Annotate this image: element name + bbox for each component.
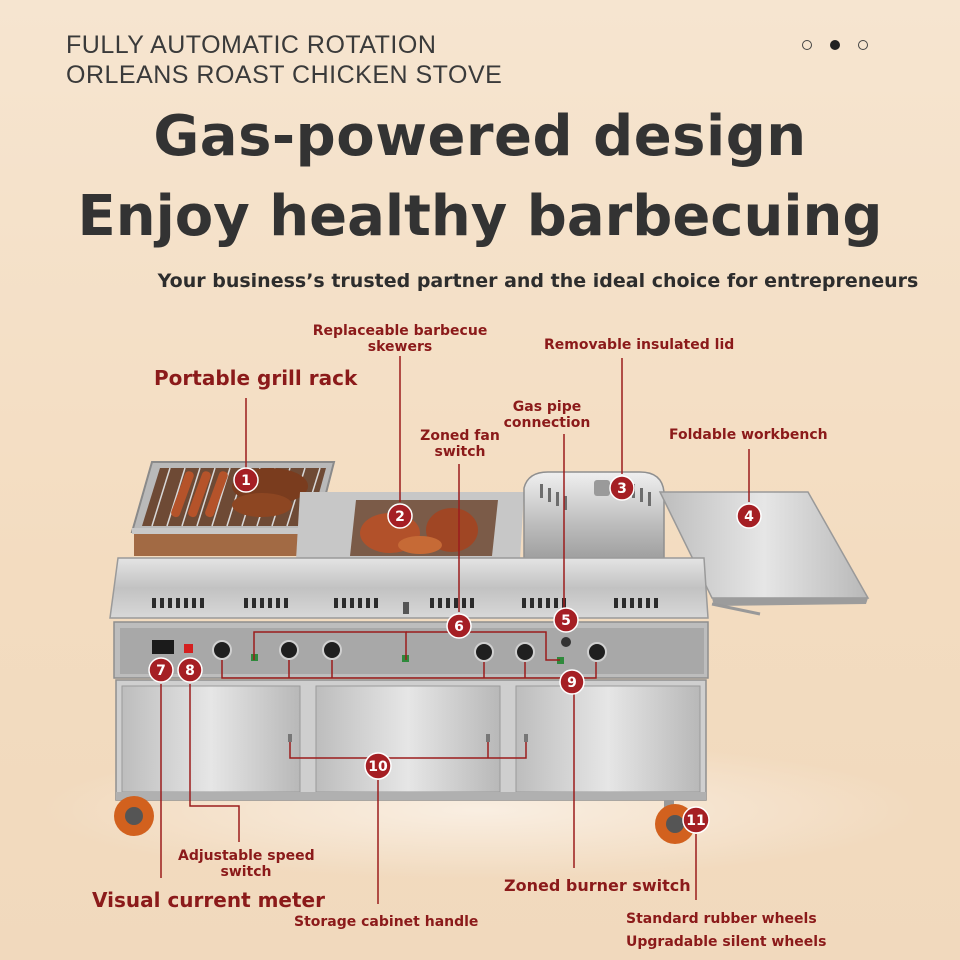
label-wheels: Standard rubber wheels Upgradable silent… xyxy=(626,908,826,954)
label-line: Replaceable barbecue xyxy=(312,323,488,339)
badge-1: 1 xyxy=(233,467,259,493)
carousel-dot[interactable] xyxy=(858,40,868,50)
svg-text:10: 10 xyxy=(368,759,388,775)
svg-text:1: 1 xyxy=(241,473,251,489)
svg-text:7: 7 xyxy=(156,663,166,679)
badge-9: 9 xyxy=(559,669,585,695)
svg-text:6: 6 xyxy=(454,619,464,635)
label-line: Adjustable speed xyxy=(178,848,315,864)
speed-switch-light xyxy=(184,644,193,653)
badge-4: 4 xyxy=(736,503,762,529)
badge-3: 3 xyxy=(609,475,635,501)
burner-knob xyxy=(587,642,607,662)
foldable-workbench xyxy=(658,491,870,616)
badge-10: 10 xyxy=(364,752,392,780)
svg-text:4: 4 xyxy=(744,509,754,525)
carousel-dot-active[interactable] xyxy=(830,40,840,50)
carousel-dots xyxy=(802,40,868,50)
gas-pipe-fitting xyxy=(561,637,571,647)
label-line: switch xyxy=(434,444,486,460)
label-barbecue-skewers: Replaceable barbecue skewers xyxy=(310,323,490,355)
burner-knob xyxy=(322,640,342,660)
headline-line2: Enjoy healthy barbecuing xyxy=(77,184,883,249)
label-visual-current-meter: Visual current meter xyxy=(92,888,325,912)
badge-5: 5 xyxy=(553,607,579,633)
label-line: Gas pipe xyxy=(512,399,582,415)
stove-body xyxy=(109,557,709,619)
label-zoned-fan-switch: Zoned fan switch xyxy=(410,428,510,460)
svg-text:11: 11 xyxy=(686,813,705,829)
label-adjustable-speed-switch: Adjustable speed switch xyxy=(178,848,315,880)
svg-text:2: 2 xyxy=(395,509,405,525)
badge-7: 7 xyxy=(148,657,174,683)
badge-8: 8 xyxy=(177,657,203,683)
burner-knob xyxy=(212,640,232,660)
label-line: switch xyxy=(220,864,272,880)
control-panel xyxy=(113,621,709,679)
label-line: Standard rubber wheels xyxy=(626,911,817,927)
headline-line1: Gas-powered design xyxy=(153,104,807,169)
label-portable-grill-rack: Portable grill rack xyxy=(154,366,358,390)
label-zoned-burner-switch: Zoned burner switch xyxy=(504,876,691,895)
tagline: Your business’s trusted partner and the … xyxy=(157,270,919,292)
label-gas-pipe-connection: Gas pipe connection xyxy=(497,399,597,431)
label-line: skewers xyxy=(367,339,433,355)
badge-2: 2 xyxy=(387,503,413,529)
label-foldable-workbench: Foldable workbench xyxy=(669,427,828,443)
label-line: Upgradable silent wheels xyxy=(626,934,827,950)
brand-title: FULLY AUTOMATIC ROTATION ORLEANS ROAST C… xyxy=(66,30,566,90)
label-storage-cabinet-handle: Storage cabinet handle xyxy=(294,914,479,930)
burner-knob xyxy=(515,642,535,662)
label-line: connection xyxy=(503,415,591,431)
label-insulated-lid: Removable insulated lid xyxy=(544,337,735,353)
burner-knob xyxy=(474,642,494,662)
svg-text:5: 5 xyxy=(561,613,571,629)
storage-cabinet xyxy=(115,679,707,801)
svg-text:9: 9 xyxy=(567,675,577,691)
badge-11: 11 xyxy=(682,806,710,834)
portable-grill-rack xyxy=(130,461,336,556)
svg-text:8: 8 xyxy=(185,663,195,679)
brand-title-line2: ORLEANS ROAST CHICKEN STOVE xyxy=(66,61,503,89)
brand-title-line1: FULLY AUTOMATIC ROTATION xyxy=(66,31,437,59)
insulated-lid xyxy=(523,471,665,561)
carousel-dot[interactable] xyxy=(802,40,812,50)
current-meter-display xyxy=(152,640,174,654)
callout-leader-lines xyxy=(160,356,750,904)
svg-text:3: 3 xyxy=(617,481,627,497)
label-line: Zoned fan xyxy=(420,428,500,444)
burner-knob xyxy=(279,640,299,660)
badge-6: 6 xyxy=(446,613,472,639)
callout-badges: 1 2 3 4 5 6 7 8 9 10 11 xyxy=(148,467,762,834)
skewer-tray xyxy=(296,492,524,560)
